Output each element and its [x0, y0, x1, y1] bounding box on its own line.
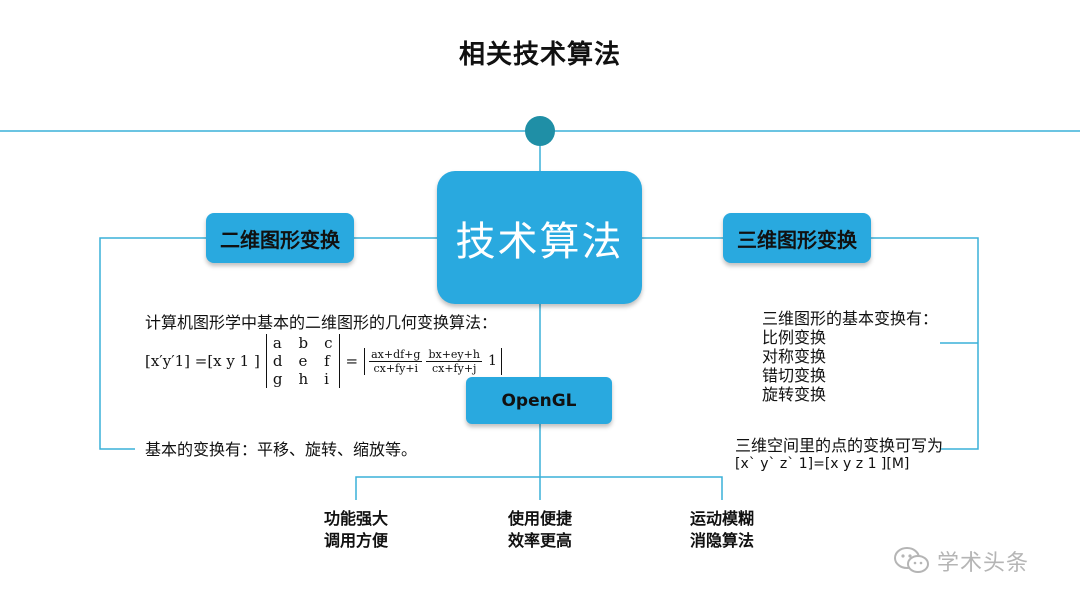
feature-line: 效率更高	[507, 531, 572, 550]
fraction-numerator: ax+df+g	[369, 347, 423, 362]
result-vector: ax+df+g cx+fy+i bx+ey+h cx+fy+j 1	[364, 347, 502, 375]
feature-label: 运动模糊 消隐算法	[672, 508, 772, 552]
matrix-cell: e	[298, 352, 308, 370]
matrix-cell: h	[298, 370, 309, 388]
fraction-numerator: bx+ey+h	[426, 347, 482, 362]
fraction-denominator: cx+fy+i	[373, 361, 419, 375]
matrix-cell: g	[272, 370, 283, 388]
transform-matrix: a b c d e f g h i	[265, 334, 340, 388]
right-formula-block: 三维空间里的点的变换可写为 [x` y` z` 1]=[x y z 1 ][M]	[735, 436, 943, 473]
left-heading-box: 二维图形变换	[206, 213, 354, 263]
feature-label: 功能强大 调用方便	[306, 508, 406, 552]
fraction-denominator: cx+fy+j	[431, 361, 477, 375]
matrix-cell: c	[324, 334, 333, 352]
list-item: 比例变换	[762, 328, 827, 347]
matrix-cell: a	[272, 334, 282, 352]
page-title: 相关技术算法	[458, 40, 621, 70]
formula-lhs: [x′y′1] =[x y 1 ]	[145, 352, 260, 370]
left-formula: [x′y′1] =[x y 1 ] a b c d e f g h i = ax…	[145, 334, 502, 388]
feature-line: 使用便捷	[507, 509, 572, 528]
watermark: 学术头条	[893, 545, 1029, 577]
watermark-text: 学术头条	[937, 551, 1030, 576]
matrix-cell: b	[298, 334, 309, 352]
top-node-circle	[525, 116, 555, 146]
feature-line: 运动模糊	[689, 509, 754, 528]
right-intro: 三维图形的基本变换有：	[762, 309, 939, 328]
list-item: 旋转变换	[762, 385, 827, 404]
matrix-cell: d	[272, 352, 283, 370]
right-formula-intro: 三维空间里的点的变换可写为	[735, 436, 944, 455]
list-item: 错切变换	[762, 366, 827, 385]
feature-line: 调用方便	[323, 531, 388, 550]
feature-line: 功能强大	[323, 509, 388, 528]
right-list: 三维图形的基本变换有： 比例变换 对称变换 错切变换 旋转变换	[762, 309, 938, 404]
left-summary: 基本的变换有：平移、旋转、缩放等。	[145, 440, 418, 459]
left-intro: 计算机图形学中基本的二维图形的几何变换算法：	[145, 313, 498, 332]
right-heading-box: 三维图形变换	[723, 213, 871, 263]
feature-line: 消隐算法	[689, 531, 754, 550]
vector-tail: 1	[487, 353, 497, 369]
feature-label: 使用便捷 效率更高	[490, 508, 590, 552]
opengl-box: OpenGL	[466, 377, 612, 424]
center-node: 技术算法	[437, 171, 642, 304]
matrix-cell: f	[324, 352, 330, 370]
matrix-cell: i	[324, 370, 329, 388]
formula-equals: =	[345, 352, 359, 370]
right-formula: [x` y` z` 1]=[x y z 1 ][M]	[735, 456, 910, 472]
list-item: 对称变换	[762, 347, 827, 366]
chat-bubble-icon	[894, 547, 929, 573]
